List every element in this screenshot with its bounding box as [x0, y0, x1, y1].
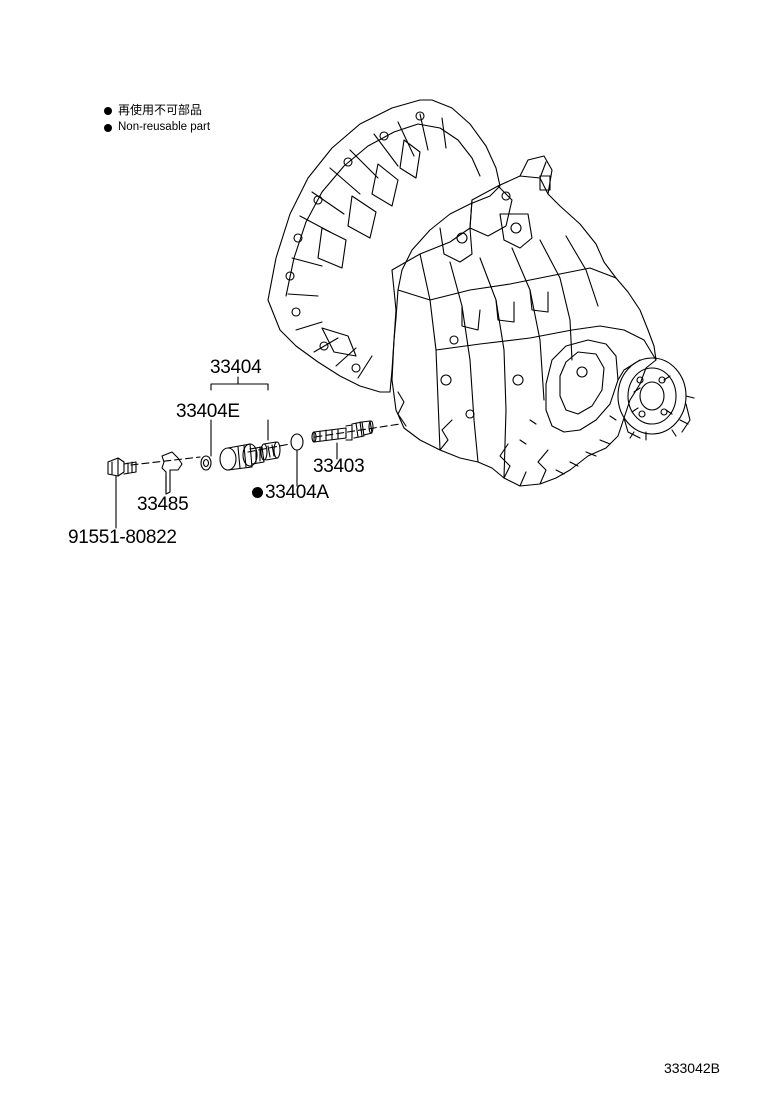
bolt-91551-80822-illustration	[107, 457, 137, 477]
driven-gear-33403-illustration	[311, 420, 374, 443]
legend: 再使用不可部品 Non-reusable part	[104, 102, 210, 136]
o-ring-33404A-illustration	[290, 433, 304, 451]
part-label-33404E[interactable]: 33404E	[176, 401, 240, 422]
legend-row-en: Non-reusable part	[104, 119, 210, 136]
legend-text-en: Non-reusable part	[118, 121, 211, 133]
lock-plate-33485-illustration	[161, 451, 183, 495]
legend-text-jp: 再使用不可部品	[118, 103, 203, 117]
part-label-33404A[interactable]: 33404A	[252, 483, 329, 503]
non-reusable-bullet-icon	[104, 106, 112, 115]
leader-lines	[115, 376, 338, 529]
part-label-33485[interactable]: 33485	[137, 494, 189, 515]
transmission-assembly-illustration	[267, 99, 695, 487]
part-label-33404[interactable]: 33404	[210, 357, 262, 378]
driven-gear-sleeve-33404-illustration	[219, 441, 281, 471]
oil-seal-33404E-illustration	[200, 455, 212, 471]
diagram-reference-number: 333042B	[663, 1060, 720, 1076]
part-label-91551-80822[interactable]: 91551-80822	[68, 527, 177, 548]
non-reusable-bullet-icon	[252, 487, 263, 498]
part-label-33403[interactable]: 33403	[313, 456, 365, 477]
assembly-axis-line	[130, 423, 401, 466]
legend-row-jp: 再使用不可部品	[104, 102, 210, 119]
non-reusable-bullet-icon	[104, 123, 112, 132]
